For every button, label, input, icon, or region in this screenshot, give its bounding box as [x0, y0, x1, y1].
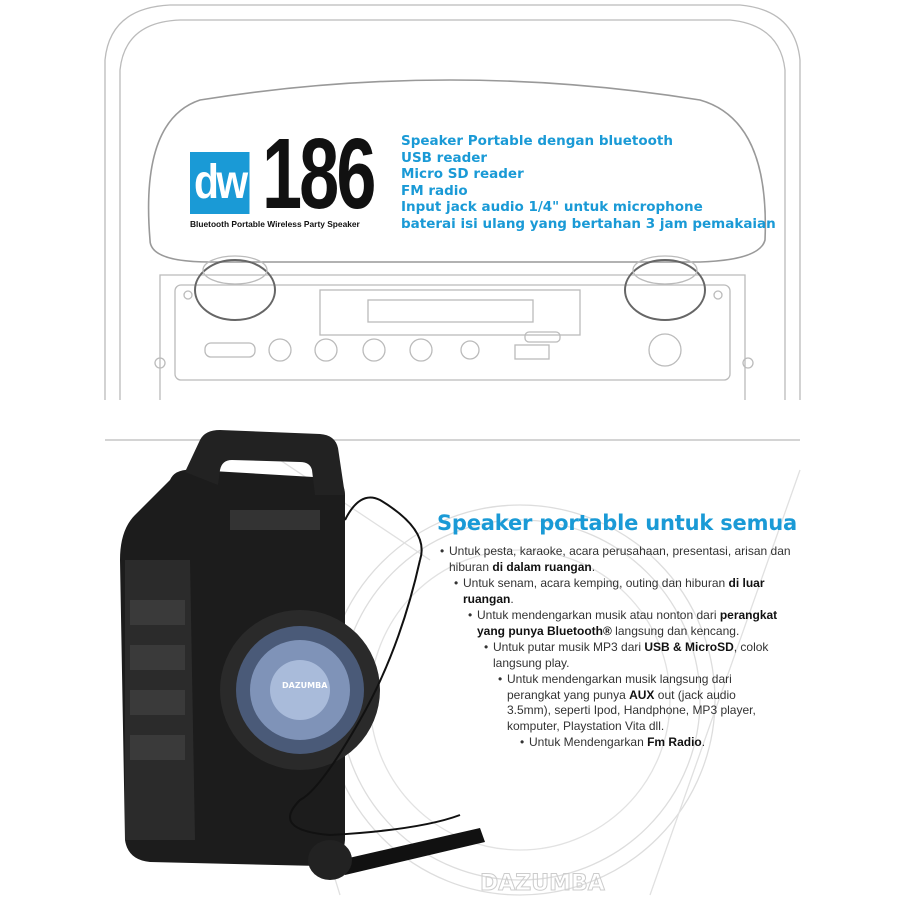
usage-bullet: •Untuk senam, acara kemping, outing dan …	[454, 576, 765, 606]
bullet-text: Untuk pesta, karaoke, acara perusahaan, …	[449, 544, 791, 574]
bullet-text: langsung dan kencang.	[611, 623, 740, 638]
speaker-product-image: DAZUMBA	[120, 430, 485, 880]
model-number: 186	[262, 118, 376, 230]
bullet-text: Untuk putar musik MP3 dari	[493, 640, 645, 654]
bullet-bold: perangkat yang punya Bluetooth®	[477, 608, 778, 638]
usage-bullet: •Untuk putar musik MP3 dari USB & MicroS…	[484, 640, 769, 670]
bullet-bold: di dalam ruangan	[492, 559, 592, 574]
feature-item: Micro SD reader	[401, 166, 524, 183]
bullet-bold: USB & MicroSD	[644, 640, 734, 654]
feature-item: baterai isi ulang yang bertahan 3 jam pe…	[401, 215, 776, 232]
bullet-text: Untuk Mendengarkan	[529, 735, 648, 749]
bullet-text: Untuk mendengarkan musik langsung dari p…	[507, 672, 732, 702]
speaker-badge: DAZUMBA	[282, 681, 328, 690]
bullet-bold: AUX	[629, 687, 655, 702]
usage-section: Speaker portable untuk semua •Untuk pest…	[437, 510, 798, 752]
bullet-text: .	[591, 559, 596, 574]
bullet-bold: di luar ruangan	[463, 576, 765, 606]
logo-tagline: Bluetooth Portable Wireless Party Speake…	[190, 219, 360, 229]
bullet-text: out (jack audio 3.5mm), seperti Ipod, Ha…	[507, 687, 756, 733]
bullet-text: , colok langsung play.	[493, 640, 769, 670]
usage-bullet: •Untuk pesta, karaoke, acara perusahaan,…	[440, 544, 791, 574]
usage-heading: Speaker portable untuk semua	[437, 511, 798, 535]
feature-item: FM radio	[401, 182, 468, 199]
feature-item: Speaker Portable dengan bluetooth	[401, 133, 673, 149]
bullet-text: .	[510, 591, 514, 606]
feature-item: USB reader	[401, 149, 488, 166]
bullet-text: Untuk senam, acara kemping, outing dan h…	[463, 576, 729, 590]
brand-mark: dw	[190, 152, 250, 214]
feature-item: Input jack audio 1/4" untuk microphone	[401, 199, 703, 216]
usage-bullet: •Untuk Mendengarkan Fm Radio.	[520, 735, 706, 749]
usage-bullet: •Untuk mendengarkan musik langsung dari …	[498, 672, 756, 733]
bullet-text: Untuk mendengarkan musik atau nonton dar…	[477, 608, 720, 622]
bullet-text: .	[701, 735, 706, 749]
product-logo: dw 186 Bluetooth Portable Wireless Party…	[190, 118, 390, 230]
watermark-logo: DAZUMBA	[480, 871, 605, 896]
bullet-bold: Fm Radio	[647, 735, 702, 749]
usage-bullet: •Untuk mendengarkan musik atau nonton da…	[468, 608, 778, 638]
feature-list: Speaker Portable dengan bluetooth USB re…	[401, 133, 776, 233]
